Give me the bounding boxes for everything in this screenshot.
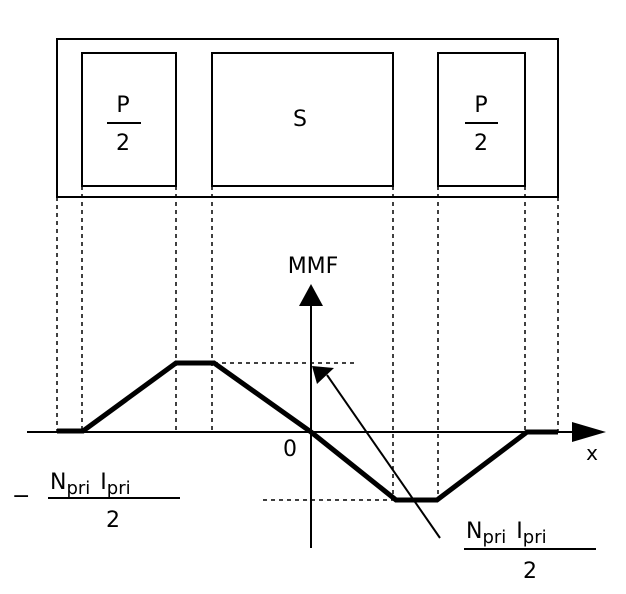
right-primary-winding [437, 52, 526, 187]
x-axis-label: x [586, 441, 598, 465]
n-symbol: N [466, 519, 482, 544]
pri-subscript: pri [523, 527, 547, 548]
left-winding-label-num: P [116, 93, 129, 118]
pri-subscript: pri [482, 527, 506, 548]
y-axis-label: MMF [288, 254, 339, 279]
leader-arrowhead [312, 366, 334, 384]
negative-sign: − [12, 484, 30, 509]
secondary-winding [211, 52, 394, 187]
pri-subscript: pri [107, 478, 131, 499]
leader-line [326, 374, 441, 539]
y-axis-arrowhead [299, 284, 323, 306]
center-winding-label: S [293, 107, 307, 132]
right-winding-label-den: 2 [474, 131, 488, 156]
x-axis-arrowhead [572, 422, 606, 442]
left-winding-label-den: 2 [116, 131, 130, 156]
i-symbol: I [516, 519, 523, 544]
right-level-denominator: 2 [523, 559, 537, 584]
origin-label: 0 [283, 437, 297, 462]
i-symbol: I [100, 470, 107, 495]
projection-lines [56, 186, 559, 500]
right-winding-label-num: P [474, 93, 487, 118]
left-primary-winding [81, 52, 177, 187]
pri-subscript: pri [66, 478, 90, 499]
core-outline [56, 38, 559, 198]
n-symbol: N [50, 470, 66, 495]
left-level-denominator: 2 [106, 508, 120, 533]
mmf-waveform [57, 360, 558, 503]
